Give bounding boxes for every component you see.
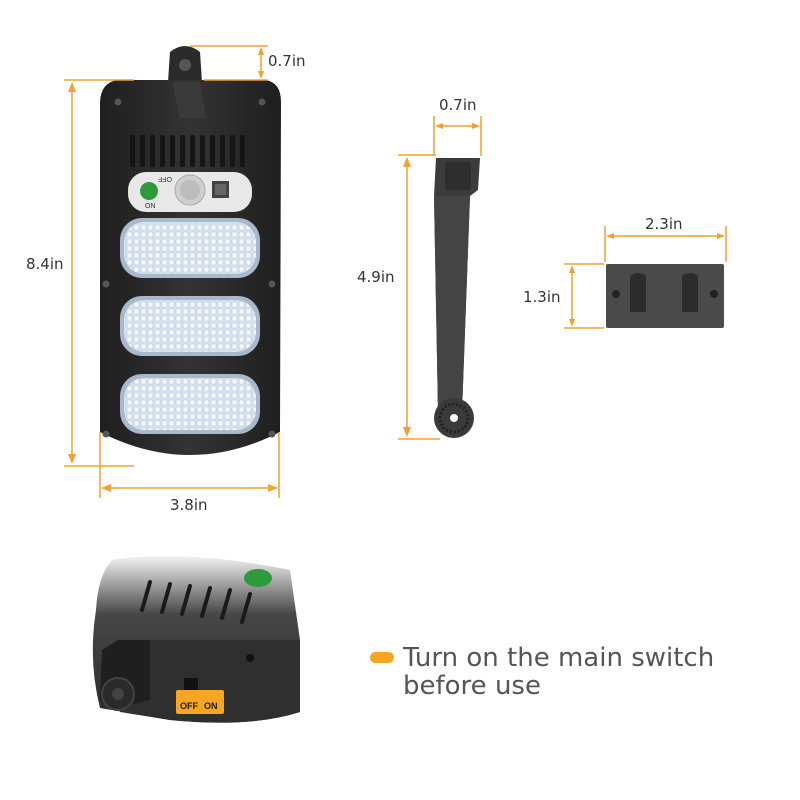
led-panels	[120, 218, 260, 434]
solar-light-front: OFF ON	[100, 46, 281, 455]
dimension-arm-length	[398, 154, 440, 440]
dimension-mount-top	[190, 45, 268, 81]
indicator-on-label: ON	[145, 203, 156, 210]
usage-note: Turn on the main switch before use	[370, 643, 714, 701]
bracket-width-label: 2.3in	[645, 215, 683, 233]
bullet-icon	[370, 652, 394, 663]
wall-bracket	[606, 264, 724, 328]
dimension-bracket-width	[604, 226, 727, 262]
arm-length-label: 4.9in	[357, 268, 395, 286]
mounting-arm	[434, 158, 480, 438]
main-switch[interactable]	[176, 690, 224, 714]
mount-top-label: 0.7in	[268, 52, 306, 70]
switch-on-label: ON	[204, 701, 218, 711]
note-line-1: Turn on the main switch	[402, 643, 714, 673]
led-panel	[124, 378, 256, 430]
dimension-bracket-height	[564, 263, 604, 329]
dimension-light-height	[64, 79, 134, 467]
switch-off-label: OFF	[180, 701, 198, 711]
light-height-label: 8.4in	[26, 255, 64, 273]
led-panel	[124, 300, 256, 352]
switch-closeup-photo: OFF ON	[92, 555, 300, 723]
led-panel	[124, 222, 256, 274]
bracket-height-label: 1.3in	[523, 288, 561, 306]
note-line-2: before use	[403, 671, 541, 701]
indicator-off-label: OFF	[158, 175, 172, 182]
dimension-arm-width	[433, 116, 482, 156]
indicator-light-icon	[140, 182, 158, 200]
light-width-label: 3.8in	[170, 496, 208, 514]
arm-width-label: 0.7in	[439, 96, 477, 114]
dimension-light-width	[99, 432, 280, 498]
